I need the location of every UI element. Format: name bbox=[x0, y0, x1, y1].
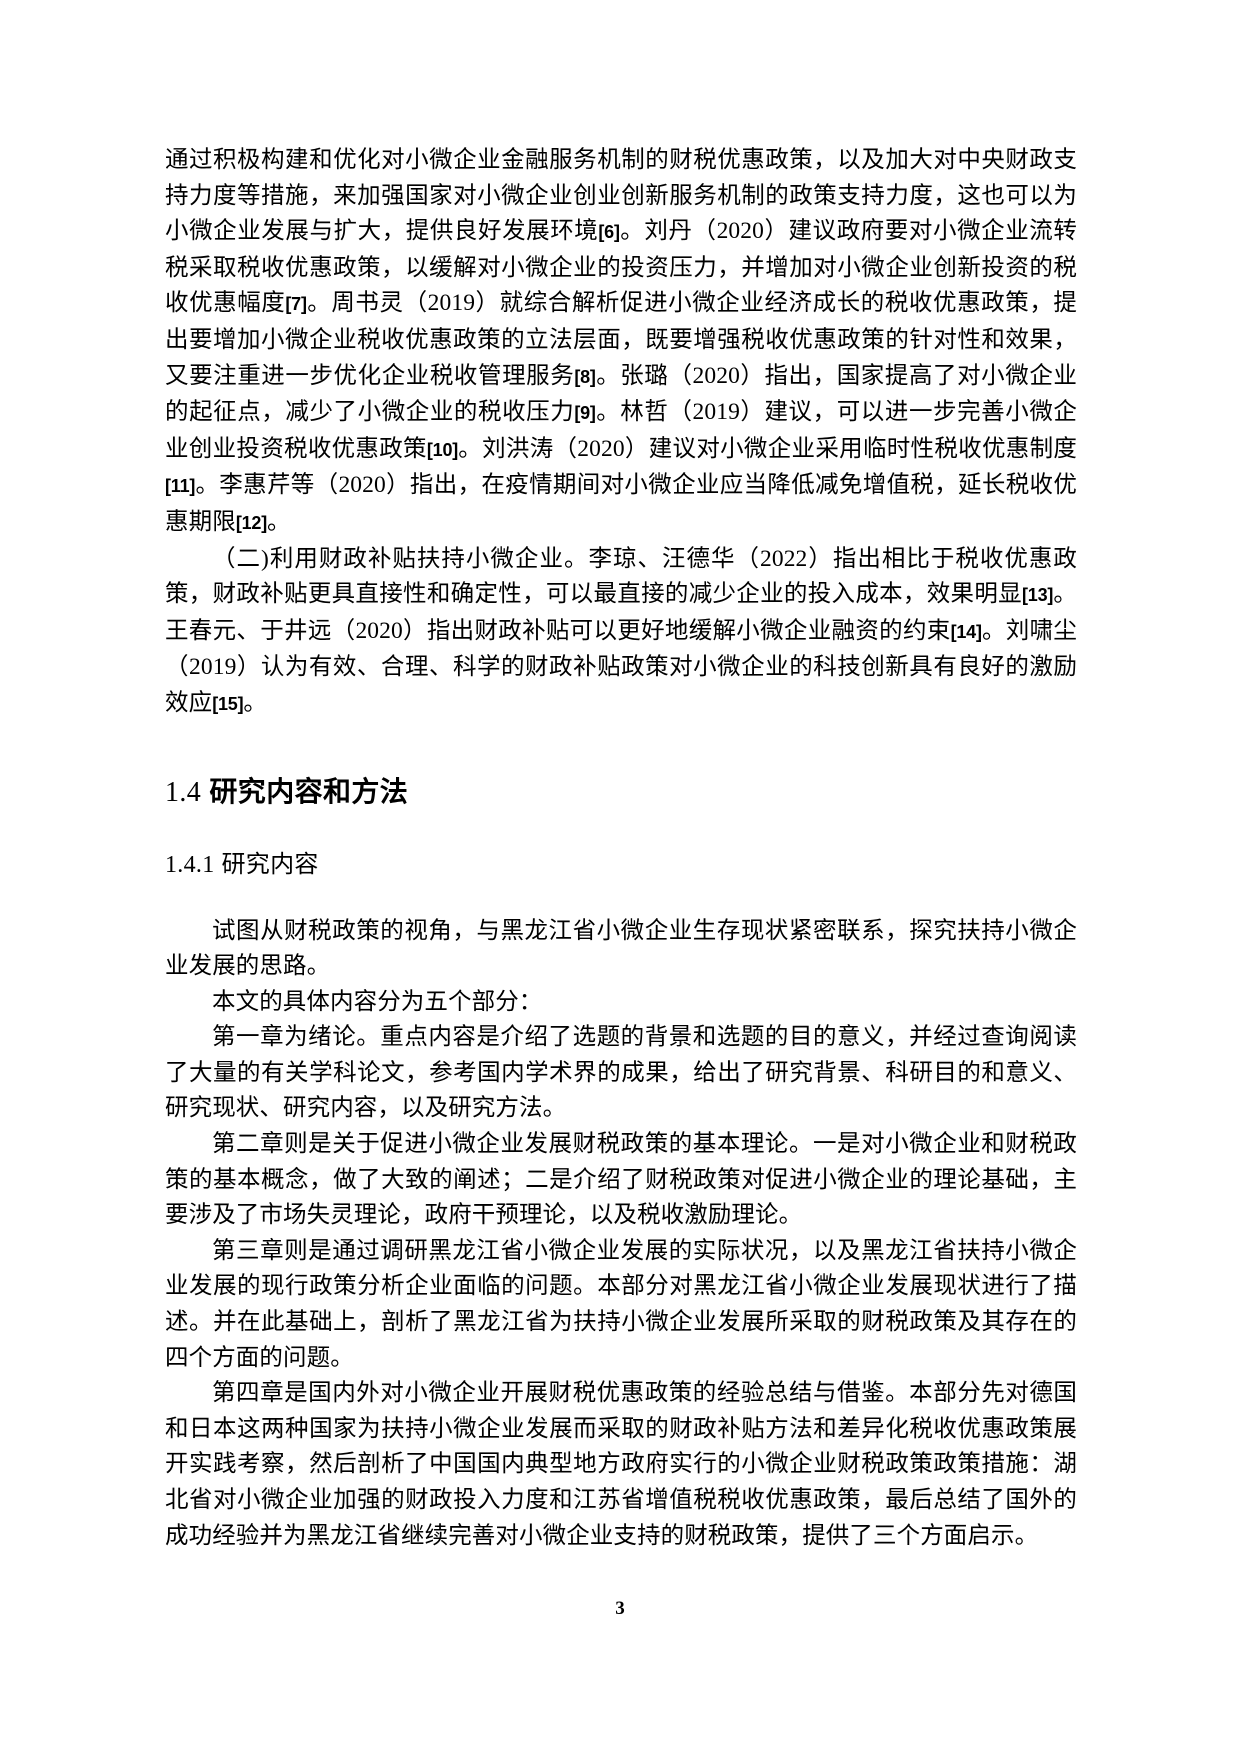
heading-1-4-1-number: 1.4.1 bbox=[165, 851, 215, 878]
citation-ref: [7] bbox=[285, 294, 307, 315]
paragraph-literature-tax-incentives: 通过积极构建和优化对小微企业金融服务机制的财税优惠政策，以及加大对中央财政支持力… bbox=[165, 147, 1078, 535]
citation-ref: [9] bbox=[574, 403, 596, 424]
citation-ref: [14] bbox=[950, 621, 982, 642]
heading-1-4-title: 研究内容和方法 bbox=[209, 775, 409, 807]
paragraph-chapter-two: 第二章则是关于促进小微企业发展财税政策的基本理论。一是对小微企业和财税政策的基本… bbox=[165, 1131, 1077, 1229]
citation-ref: [12] bbox=[235, 512, 268, 533]
citation-ref: [10] bbox=[426, 439, 459, 460]
heading-1-4: 1.4 研究内容和方法 bbox=[165, 775, 1077, 810]
paragraph-chapter-three: 第三章则是通过调研黑龙江省小微企业发展的实际状况，以及黑龙江省扶持小微企业发展的… bbox=[165, 1237, 1077, 1371]
citation-ref: [8] bbox=[574, 366, 596, 387]
heading-1-4-1-title: 研究内容 bbox=[221, 850, 319, 878]
spacer-before-heading-1-4 bbox=[165, 723, 1077, 775]
citation-ref: [13] bbox=[1021, 585, 1054, 606]
citation-ref: [15] bbox=[212, 693, 244, 714]
paragraph-research-perspective: 试图从财税政策的视角，与黑龙江省小微企业生存现状紧密联系，探究扶持小微企业发展的… bbox=[165, 917, 1077, 980]
citation-ref: [6] bbox=[598, 222, 620, 243]
heading-1-4-1: 1.4.1 研究内容 bbox=[165, 850, 1077, 880]
paragraph-five-parts-intro: 本文的具体内容分为五个部分： bbox=[212, 988, 543, 1015]
citation-ref: [11] bbox=[165, 476, 196, 497]
paragraph-literature-fiscal-subsidies: （二)利用财政补贴扶持小微企业。李琼、汪德华（2022）指出相比于税收优惠政策，… bbox=[165, 545, 1078, 716]
heading-1-4-number: 1.4 bbox=[165, 776, 202, 808]
paragraph-chapter-one: 第一章为绪论。重点内容是介绍了选题的背景和选题的目的意义，并经过查询阅读了大量的… bbox=[165, 1024, 1077, 1122]
paragraph-chapter-four: 第四章是国内外对小微企业开展财税优惠政策的经验总结与借鉴。本部分先对德国和日本这… bbox=[165, 1380, 1077, 1549]
spacer-after-heading-1-4 bbox=[165, 810, 1077, 850]
page-content: 通过积极构建和优化对小微企业金融服务机制的财税优惠政策，以及加大对中央财政支持力… bbox=[165, 143, 1077, 1554]
spacer-after-heading-1-4-1 bbox=[165, 880, 1077, 914]
page-number: 3 bbox=[615, 1598, 625, 1619]
